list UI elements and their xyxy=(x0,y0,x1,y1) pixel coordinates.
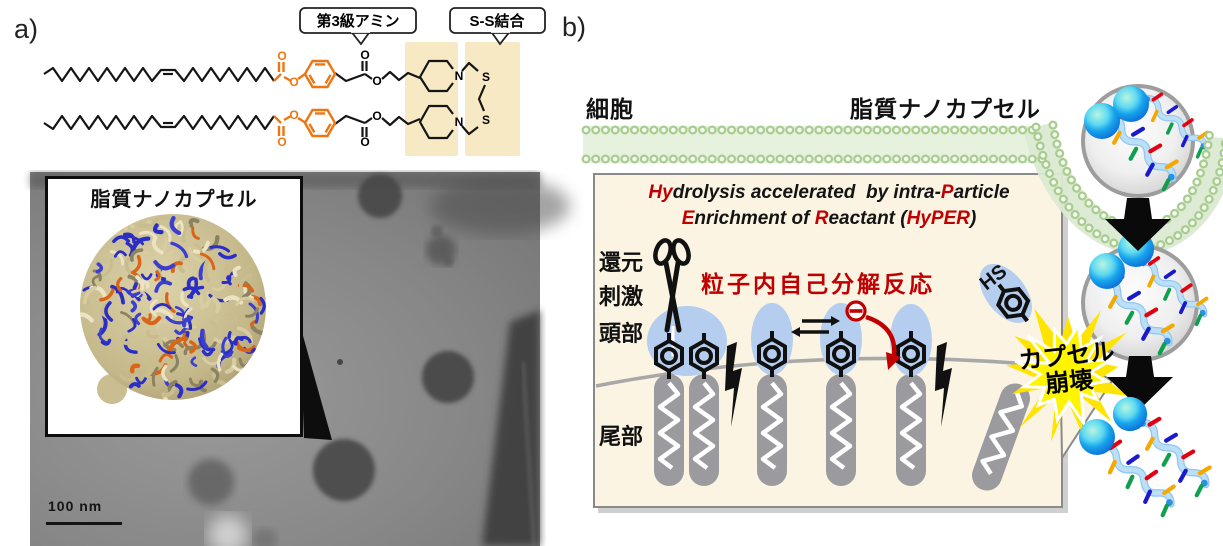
ss-bond-callout: S-S結合 xyxy=(449,7,546,46)
detached-tail xyxy=(971,383,1031,491)
svg-text:O: O xyxy=(360,48,369,62)
panel-b-label: b) xyxy=(562,12,587,42)
svg-text:O: O xyxy=(277,135,286,149)
amine-highlight xyxy=(405,42,458,156)
scale-bar xyxy=(46,522,122,525)
svg-text:S-S結合: S-S結合 xyxy=(469,12,525,30)
scale-bar-label: 100 nm xyxy=(48,498,103,514)
tail-label: 尾部 xyxy=(599,424,644,449)
bottom-lipid-chain xyxy=(43,104,479,140)
thiol-head: HS xyxy=(976,260,1040,332)
down-arrow xyxy=(1107,356,1173,409)
tem-micrograph: 脂質ナノカプセル 100 nm xyxy=(30,172,570,546)
inset-pointer xyxy=(300,325,332,440)
svg-text:S: S xyxy=(482,70,490,84)
released-cargo xyxy=(1079,396,1217,516)
bottom-ester-orange xyxy=(273,114,307,136)
svg-text:N: N xyxy=(455,69,464,83)
svg-text:S: S xyxy=(482,113,490,127)
cell-label: 細胞 xyxy=(586,96,634,122)
capsule-rendering xyxy=(80,214,266,404)
cargo-sphere xyxy=(1089,253,1125,289)
nanoparticle xyxy=(313,439,375,501)
tem-dark-band xyxy=(482,310,540,546)
hyper-title: Hydrolysis accelerated by intra-Particle… xyxy=(648,182,1010,229)
particle-surface xyxy=(595,356,1053,388)
lipid-tails xyxy=(654,374,926,486)
svg-text:N: N xyxy=(455,115,464,129)
nanoparticle xyxy=(358,174,402,218)
self-degradation-label: 粒子内自己分解反応 xyxy=(701,271,935,297)
ss-highlight xyxy=(465,42,520,156)
svg-text:O: O xyxy=(289,75,298,89)
minus-charge-icon xyxy=(845,300,867,322)
svg-text:第3級アミン: 第3級アミン xyxy=(316,12,399,30)
svg-text:O: O xyxy=(289,108,298,122)
reaction-arrow xyxy=(865,314,901,370)
top-ester-orange xyxy=(273,62,306,83)
scissors-icon xyxy=(653,238,691,333)
panel-a-label: a) xyxy=(14,14,39,44)
nanoparticle xyxy=(422,351,474,403)
cargo-sphere xyxy=(1079,419,1115,455)
endocytosis-capsule xyxy=(1081,84,1214,198)
tem-inset: 脂質ナノカプセル xyxy=(45,176,303,437)
svg-text:O: O xyxy=(372,109,381,123)
atom-labels: O O O O N S O O O O N S xyxy=(277,48,490,149)
reduction-stimulus-label: 還元刺激 xyxy=(599,250,644,309)
svg-text:O: O xyxy=(277,49,286,63)
nanocapsule-label: 脂質ナノカプセル xyxy=(850,96,1041,122)
cargo-sphere xyxy=(1112,396,1148,432)
svg-text:O: O xyxy=(360,135,369,149)
head-label: 頭部 xyxy=(599,321,644,346)
inset-title: 脂質ナノカプセル xyxy=(90,189,258,211)
burst-icon-inner xyxy=(1014,320,1114,429)
step-arrow xyxy=(935,342,952,427)
top-lipid-chain xyxy=(43,59,487,112)
svg-text:O: O xyxy=(372,74,381,88)
equilibrium-icon xyxy=(791,316,840,337)
down-arrow xyxy=(1105,198,1171,251)
cargo-sphere xyxy=(1113,86,1149,122)
tertiary-amine-callout: 第3級アミン xyxy=(299,7,417,46)
step-arrow xyxy=(725,342,742,427)
lipid-structure: 第3級アミン S-S結合 xyxy=(43,7,546,156)
nanoparticle xyxy=(188,459,234,505)
